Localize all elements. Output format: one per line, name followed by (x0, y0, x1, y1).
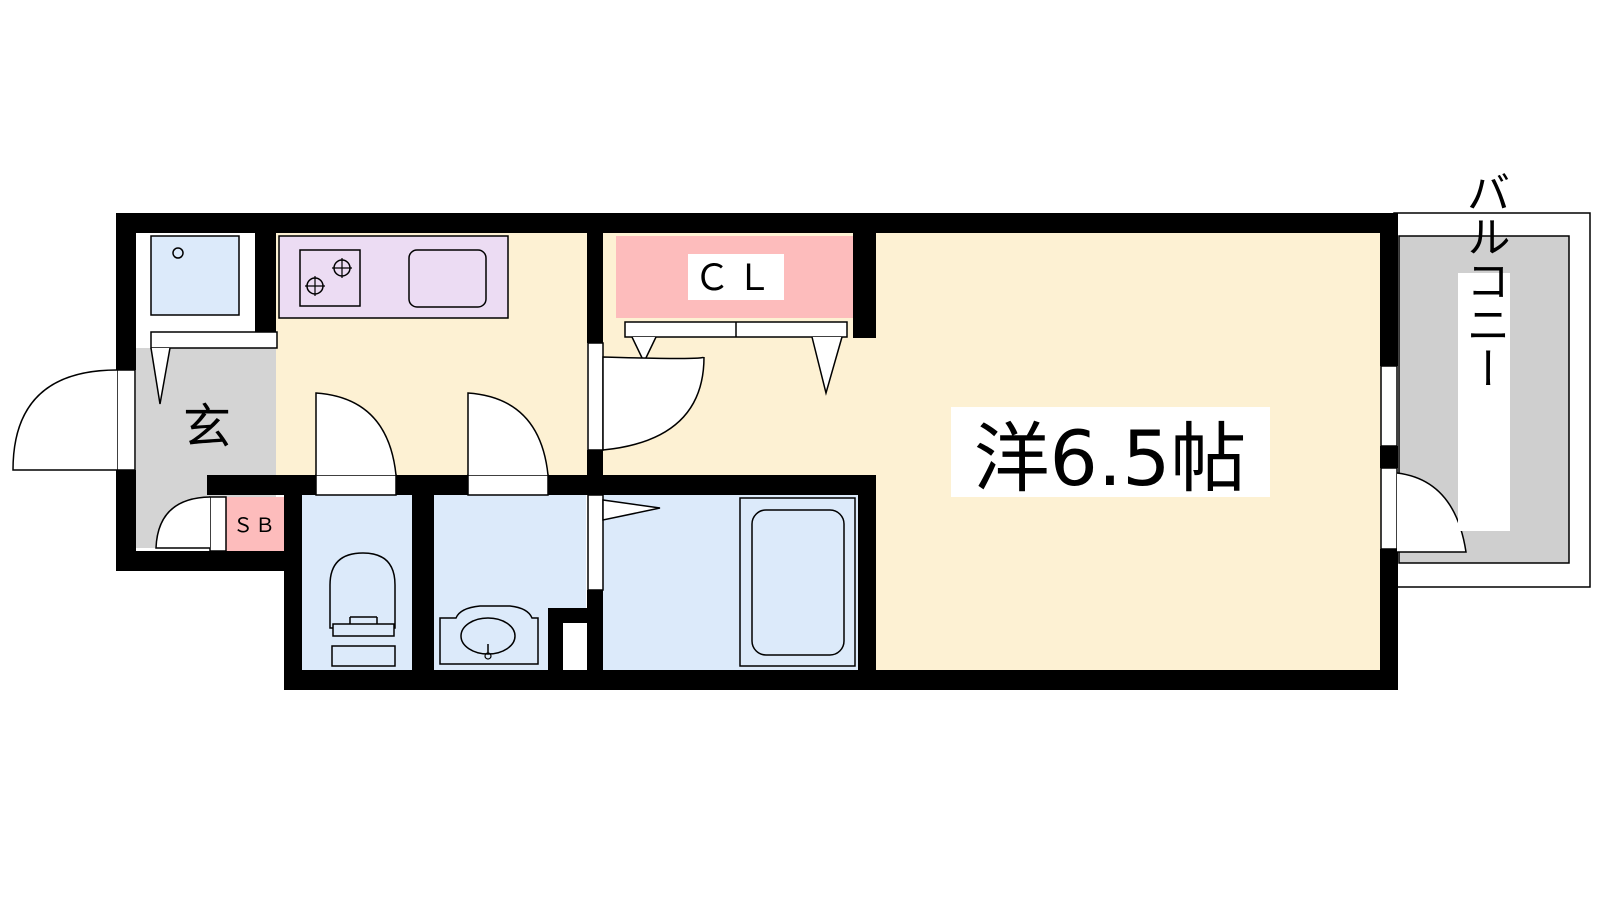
toilet-seat (332, 623, 395, 637)
closet-label: ＣＬ (694, 258, 778, 299)
entrance-label: 玄 (183, 399, 231, 455)
balcony-label: バルコニー (1459, 170, 1510, 390)
shoe-box-label: ＳＢ (233, 513, 277, 537)
room-label: 洋6.5帖 (974, 414, 1247, 503)
fridge-space (150, 235, 240, 316)
toilet-bowl (329, 552, 396, 629)
kitchen-sink (408, 249, 487, 308)
fixtures (329, 497, 856, 670)
closet: ＣＬ (616, 236, 853, 396)
entrance-door-frame (116, 369, 136, 471)
washbasin (439, 605, 539, 665)
labels: 玄 洋6.5帖 バルコニー (183, 170, 1510, 531)
closet-label-bg (688, 254, 784, 300)
shoe-box: ＳＢ (209, 496, 284, 552)
toilet-tank (331, 645, 396, 667)
doors (12, 331, 1467, 591)
fridge-mark (172, 247, 184, 259)
bathtub (739, 497, 856, 667)
room-label-bg (951, 407, 1270, 497)
balcony-label-bg (1458, 273, 1510, 531)
kitchen-counter (278, 235, 509, 319)
stove (299, 249, 361, 307)
entrance-door-swing (12, 369, 118, 471)
bathtub-inner (751, 509, 845, 656)
